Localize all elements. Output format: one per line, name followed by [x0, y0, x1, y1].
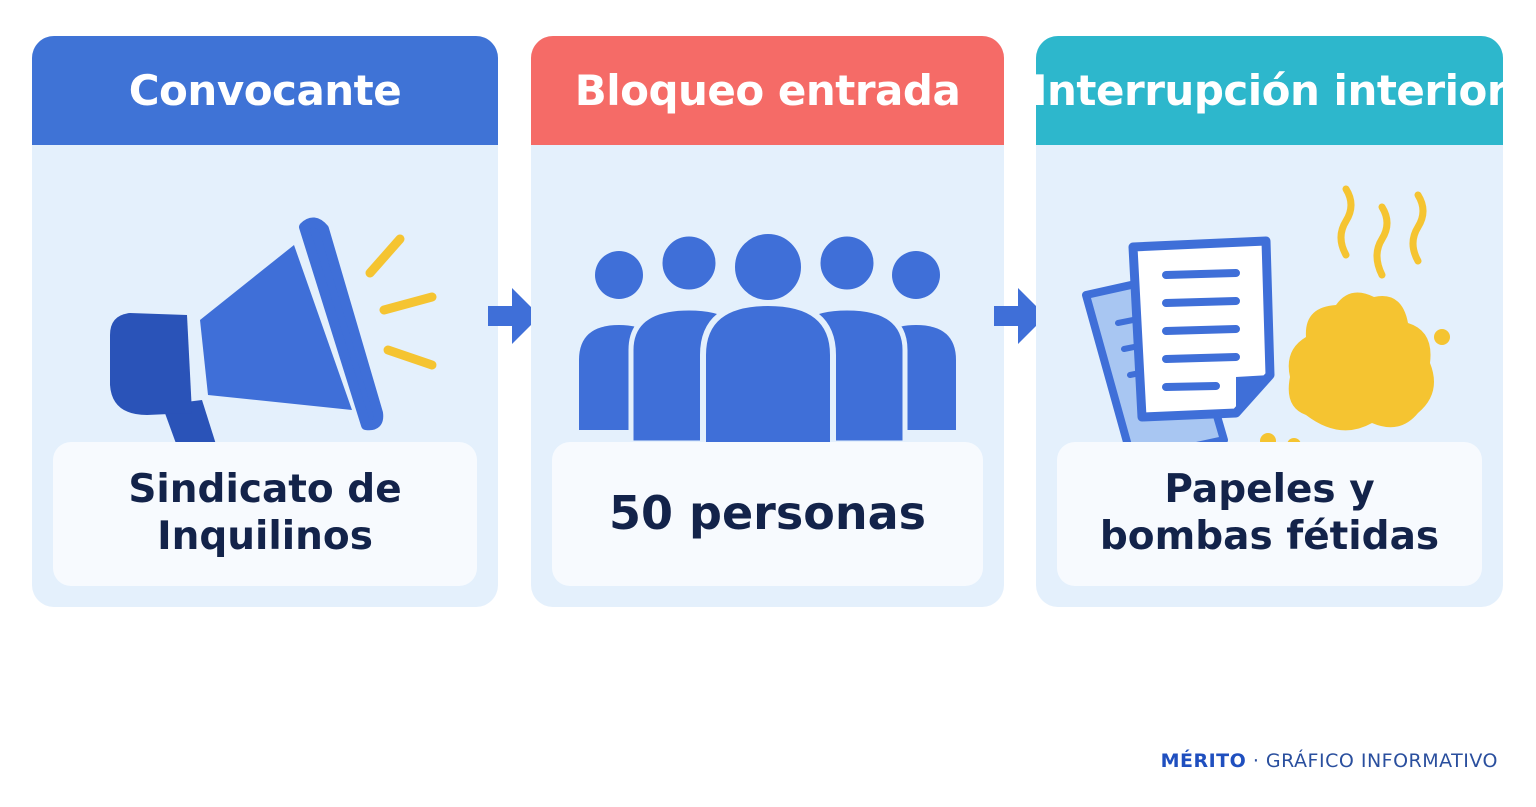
step-card-bloqueo: Bloqueo entrada 50 personas: [531, 36, 1004, 607]
step-header: Bloqueo entrada: [531, 36, 1004, 145]
footer-credit: MÉRITO · GRÁFICO INFORMATIVO: [1161, 750, 1498, 772]
step-header: Interrupción interior: [1036, 36, 1503, 145]
step-info-box: Sindicato de Inquilinos: [53, 442, 477, 586]
step-header-label: Interrupción interior: [1036, 66, 1503, 115]
footer-label: GRÁFICO INFORMATIVO: [1265, 750, 1498, 772]
step-card-interrupcion: Interrupción interior: [1036, 36, 1503, 607]
step-info-line: bombas fétidas: [1099, 514, 1440, 559]
step-icon-area: [531, 145, 1004, 478]
arrow-right-icon: [488, 288, 540, 344]
step-header-label: Bloqueo entrada: [574, 66, 961, 115]
step-icon-area: [1036, 145, 1503, 478]
step-card-convocante: Convocante Sindicato de Inquilinos: [32, 36, 498, 607]
step-info-line: Inquilinos: [157, 514, 373, 559]
papers-stinkbomb-icon: [1082, 185, 1450, 464]
footer-separator: ·: [1246, 750, 1266, 772]
step-info-line: Sindicato de: [128, 467, 402, 513]
arrow-right-icon: [994, 288, 1046, 344]
step-icon-area: [32, 145, 498, 478]
step-info-box: Papeles y bombas fétidas: [1057, 442, 1482, 586]
crowd-icon: [579, 228, 956, 448]
megaphone-icon: [110, 217, 437, 460]
step-header-label: Convocante: [128, 66, 402, 115]
step-info-line: Papeles y: [1164, 467, 1375, 513]
step-info-line: 50 personas: [609, 486, 926, 541]
footer-brand: MÉRITO: [1160, 750, 1247, 772]
step-info-box: 50 personas: [552, 442, 983, 586]
step-header: Convocante: [32, 36, 498, 145]
